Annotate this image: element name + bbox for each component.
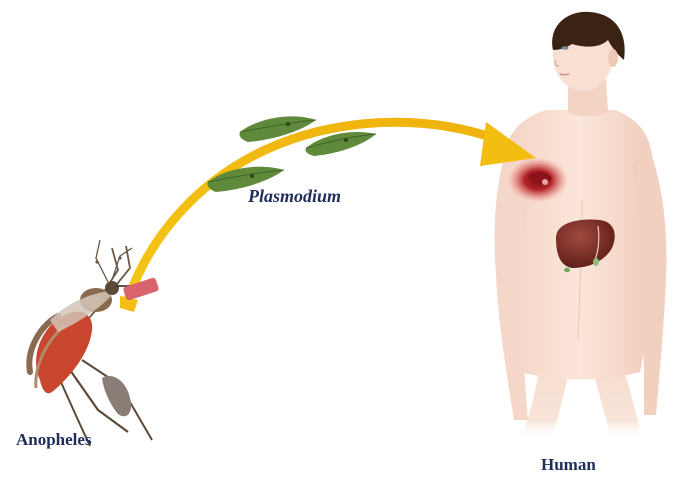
parasite-label: Plasmodium: [248, 186, 341, 207]
mosquito-label: Anopheles: [16, 430, 92, 450]
blood-spot-icon: [508, 158, 568, 202]
human-label: Human: [541, 455, 596, 475]
